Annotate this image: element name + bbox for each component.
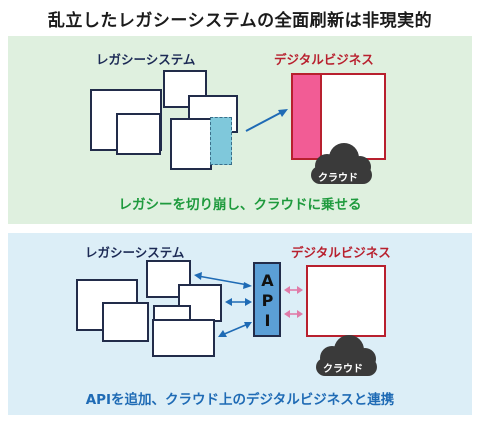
bottom-cloud-icon [316, 335, 377, 376]
top-panel: レガシーシステム デジタルビジネス クラウド レガシーを切り崩し、クラウドに乗せ… [8, 36, 472, 224]
api-arrow-2 [225, 298, 252, 306]
top-legacy-box-2 [163, 70, 207, 108]
api-label: API [258, 271, 277, 331]
top-legacy-label: レガシーシステム [96, 52, 196, 67]
bottom-panel: レガシーシステム デジタルビジネス API [8, 233, 472, 415]
pink-arrow-1 [284, 286, 303, 294]
api-arrow-3 [218, 322, 252, 337]
top-move-arrow [245, 109, 288, 132]
pink-arrow-2 [284, 310, 303, 318]
bottom-digital-label: デジタルビジネス [291, 245, 391, 260]
top-caption: レガシーを切り崩し、クラウドに乗せる [118, 197, 362, 213]
top-svg-layer [245, 109, 372, 184]
top-digital-box [291, 73, 386, 160]
bottom-legacy-box-4 [178, 284, 222, 322]
top-cloud-label: クラウド [318, 173, 358, 184]
bottom-caption: APIを追加、クラウド上のデジタルビジネスと連携 [85, 392, 395, 408]
top-legacy-box-4 [116, 113, 161, 155]
bottom-legacy-box-3 [102, 302, 149, 342]
bottom-cloud-label: クラウド [323, 364, 363, 375]
api-block: API [253, 262, 281, 337]
bottom-legacy-box-6 [152, 319, 215, 357]
top-cloud-icon [311, 143, 372, 184]
top-digital-label: デジタルビジネス [274, 52, 374, 67]
bottom-svg-layer [194, 272, 377, 376]
api-arrow-1 [194, 272, 252, 289]
page-title: 乱立したレガシーシステムの全面刷新は非現実的 [47, 11, 433, 31]
bottom-legacy-label: レガシーシステム [85, 245, 185, 260]
top-cut-piece [210, 117, 232, 165]
top-digital-pink-segment [293, 75, 322, 158]
